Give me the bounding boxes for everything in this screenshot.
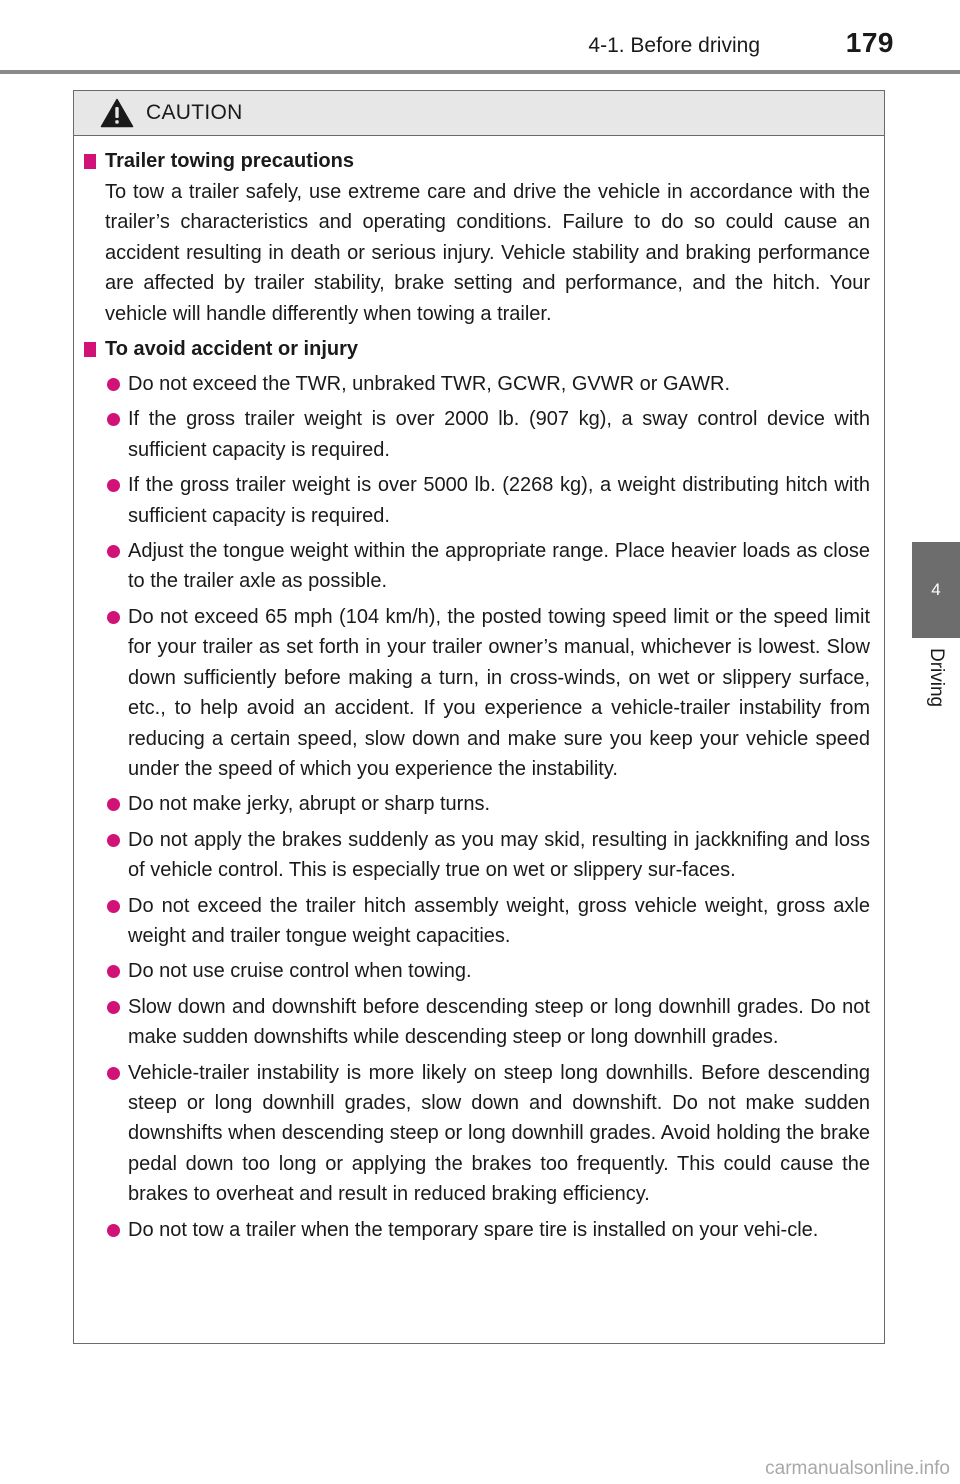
watermark: carmanualsonline.info [765, 1458, 950, 1479]
warning-triangle-icon [100, 98, 134, 128]
bullet-dot-icon [107, 1000, 120, 1014]
square-marker-icon [84, 154, 96, 169]
list-item: Do not apply the brakes suddenly as you … [83, 825, 874, 886]
bullet-dot-icon [107, 1066, 120, 1080]
list-item: Do not tow a trailer when the temporary … [83, 1215, 874, 1245]
chapter-tab: 4 [912, 542, 960, 638]
bullet-dot-icon [107, 798, 120, 812]
list-item: Do not exceed the TWR, unbraked TWR, GCW… [83, 369, 874, 399]
list-item: Do not use cruise control when towing. [83, 956, 874, 986]
list-item: If the gross trailer weight is over 5000… [83, 470, 874, 531]
bullet-list: Do not exceed the TWR, unbraked TWR, GCW… [83, 369, 874, 1245]
bullet-dot-icon [107, 610, 120, 624]
bullet-dot-icon [107, 378, 120, 392]
bullet-dot-icon [107, 965, 120, 979]
header-rule [0, 70, 960, 74]
caution-header: CAUTION [74, 91, 884, 136]
section-heading-text: Trailer towing precautions [105, 150, 354, 172]
square-marker-icon [84, 342, 96, 358]
list-item: Do not make jerky, abrupt or sharp turns… [83, 789, 874, 819]
bullet-dot-icon [107, 899, 120, 913]
section-paragraph: To tow a trailer safely, use extreme car… [105, 181, 870, 325]
list-item: Slow down and downshift before descendin… [83, 992, 874, 1053]
section-heading: Trailer towing precautions [83, 146, 874, 176]
bullet-dot-icon [107, 833, 120, 847]
bullet-dot-icon [107, 413, 120, 427]
section-heading-text: To avoid accident or injury [105, 338, 359, 361]
caution-body: Trailer towing precautions To tow a trai… [74, 136, 884, 1245]
bullet-dot-icon [107, 1223, 120, 1237]
list-item: If the gross trailer weight is over 2000… [83, 404, 874, 465]
list-item: Adjust the tongue weight within the appr… [83, 536, 874, 597]
chapter-label: Driving [926, 648, 947, 708]
list-item: Do not exceed 65 mph (104 km/h), the pos… [83, 602, 874, 784]
bullet-dot-icon [107, 479, 120, 493]
caution-title: CAUTION [146, 101, 243, 124]
list-item: Vehicle-trailer instability is more like… [83, 1058, 874, 1210]
caution-box: CAUTION Trailer towing precautions To to… [73, 90, 885, 1344]
bullet-dot-icon [107, 545, 120, 559]
section-label: 4-1. Before driving [588, 34, 760, 57]
section-heading: To avoid accident or injury [83, 334, 874, 364]
page-number: 179 [845, 27, 894, 58]
page-header: 4-1. Before driving 179 [0, 0, 960, 74]
list-item: Do not exceed the trailer hitch assembly… [83, 891, 874, 952]
